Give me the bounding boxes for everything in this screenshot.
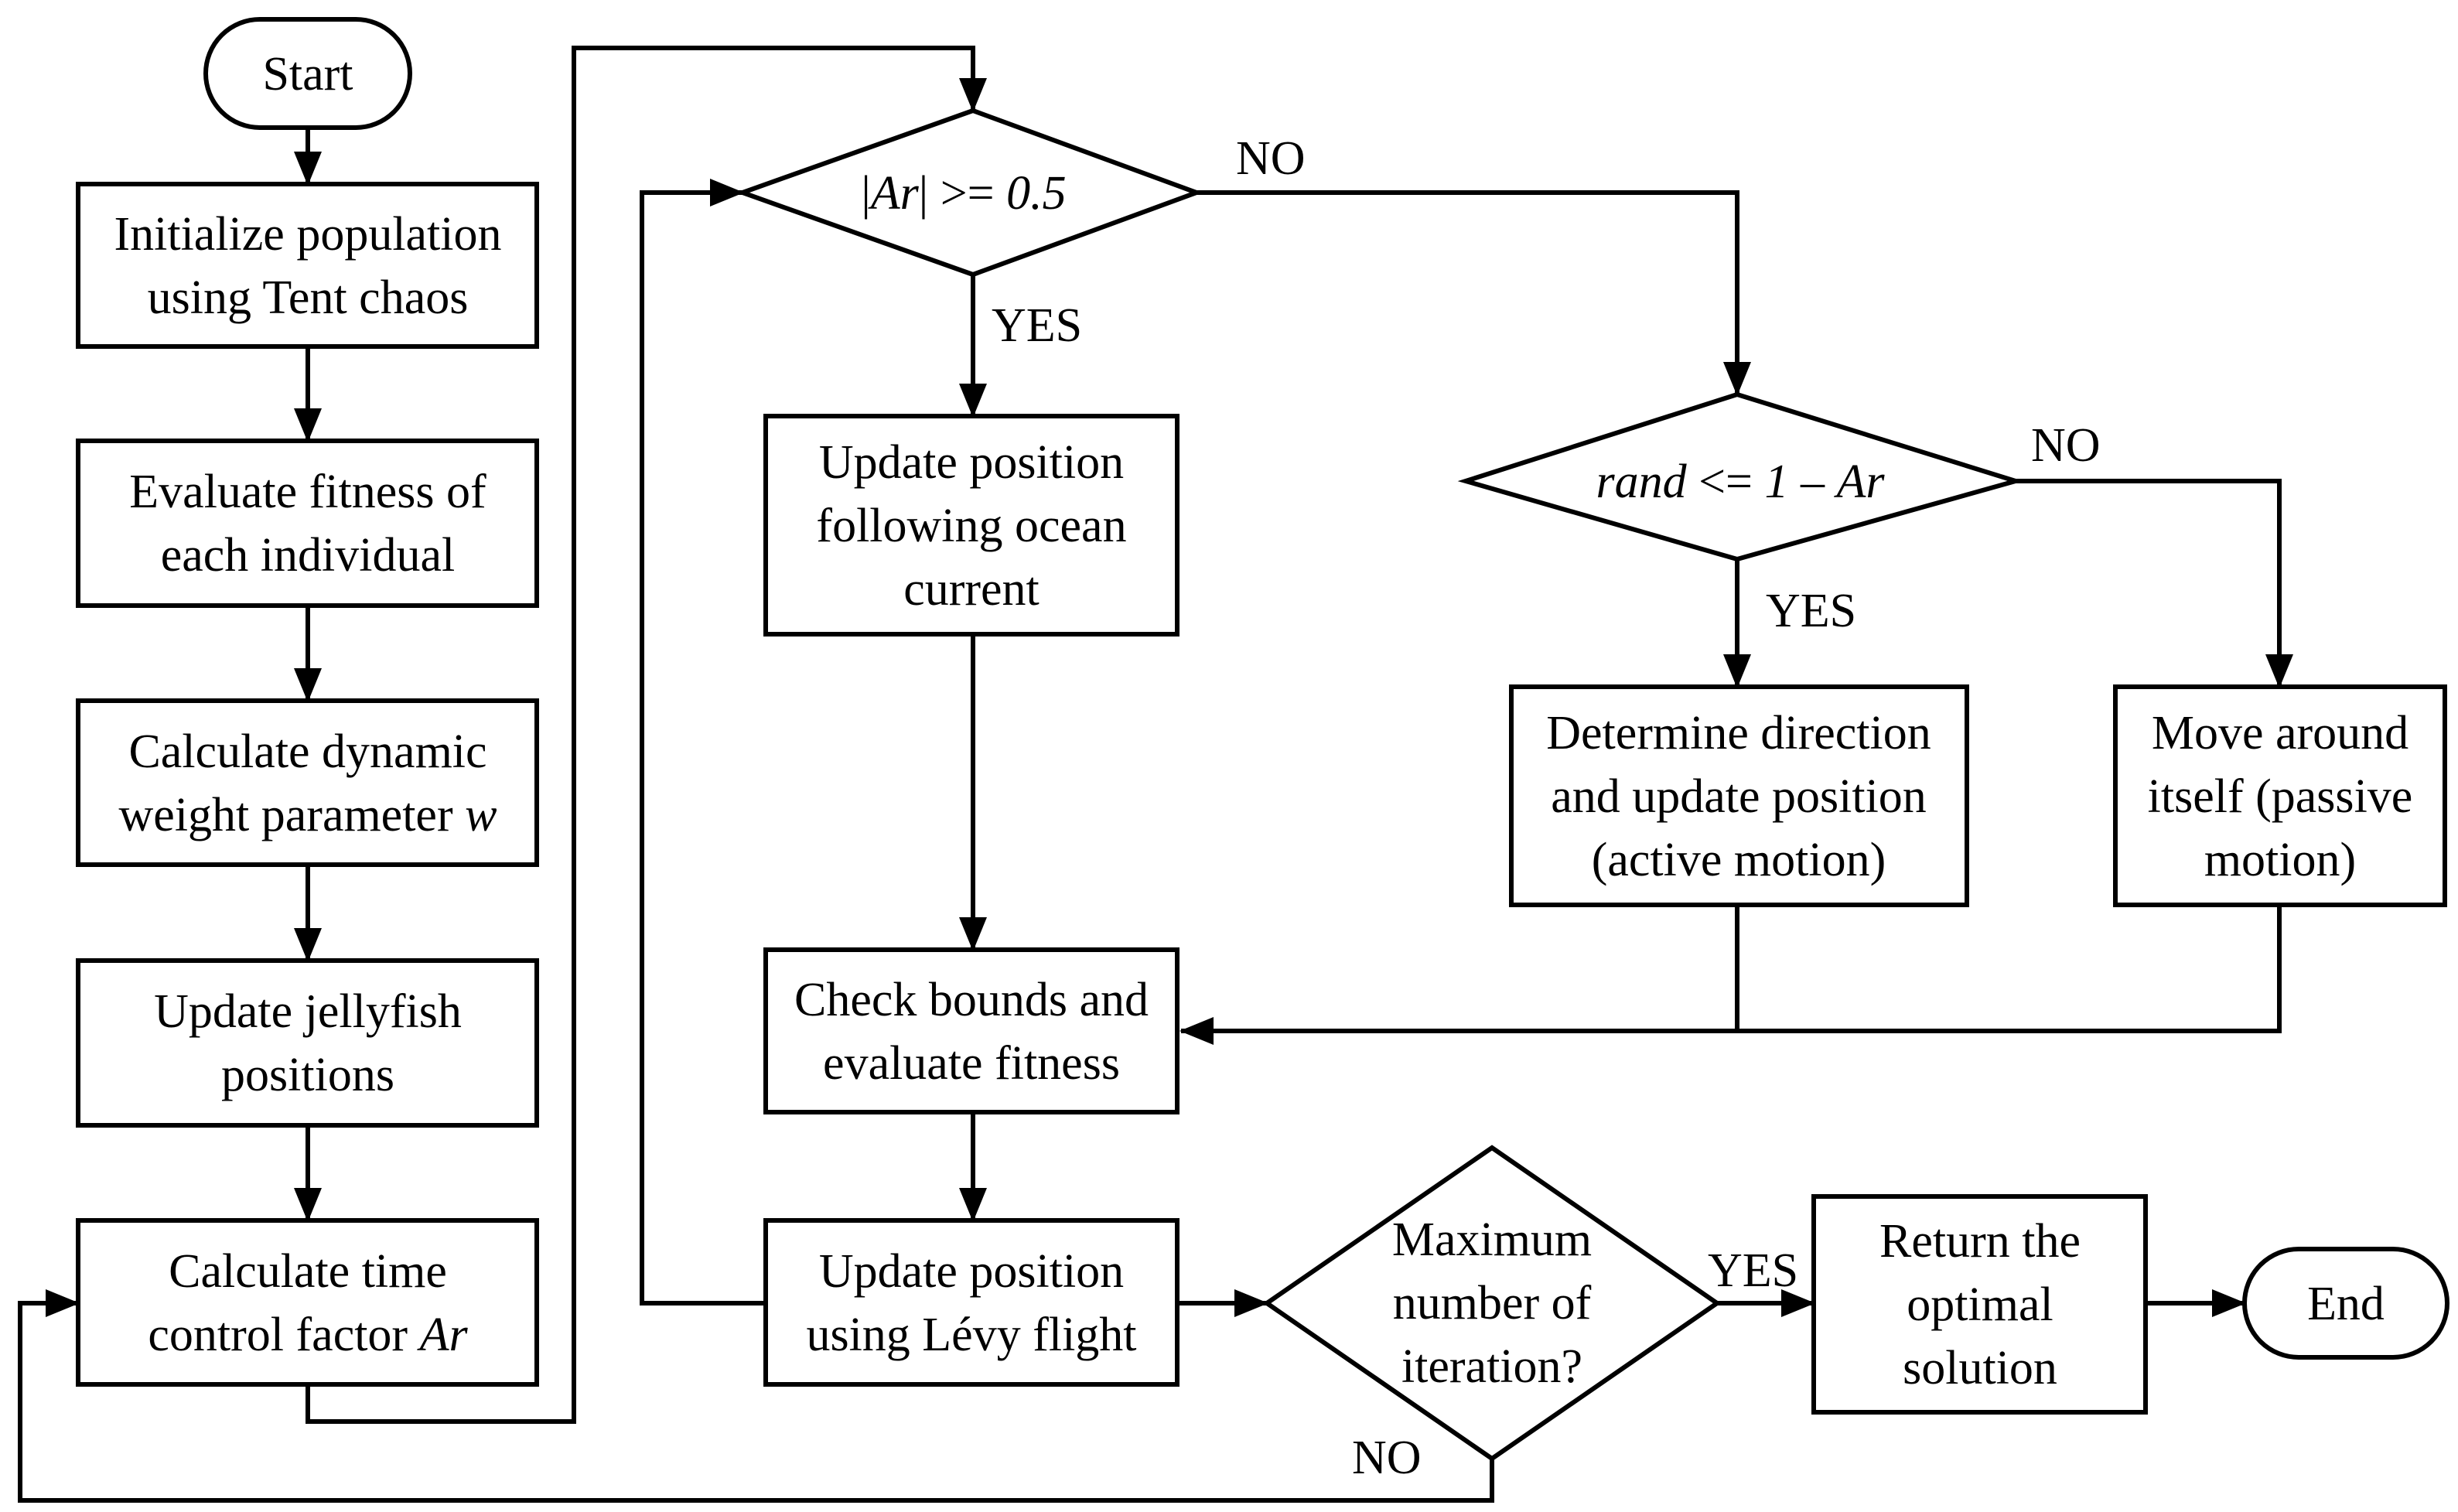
label-line: current [903, 563, 1040, 616]
label-line: Initialize population [114, 208, 501, 261]
arrow-decision-ar-no-to-decision-rand [1197, 190, 1751, 396]
calc-w-box [76, 698, 539, 867]
calc-ar-box [76, 1218, 539, 1387]
decision-rand-label: rand <= 1 – Ar [1596, 456, 1885, 508]
arrow-calcar-to-decision-ar [306, 46, 987, 1424]
ocean-label: Update position following ocean current [816, 436, 1126, 616]
decision-max-label: Maximum number of iteration? [1392, 1213, 1592, 1393]
active-label: Determine direction and update position (a… [1546, 707, 1931, 886]
eval-fitness-label: Evaluate fitness of each individual [129, 466, 486, 582]
eval-fitness-box [76, 439, 539, 608]
label-line: following ocean [816, 500, 1126, 552]
label-line: number of [1393, 1277, 1592, 1329]
calc-w-label: Calculate dynamic weight parameter w [119, 725, 497, 841]
init-box [76, 182, 539, 349]
decision-ar-diamond [736, 108, 1203, 278]
label-line: Update jellyfish [154, 985, 462, 1038]
shapes [76, 17, 2449, 1462]
arrow-decision-max-no-loop-to-calcar [18, 1289, 1494, 1503]
init-label: Initialize population using Tent chaos [114, 208, 501, 324]
decision-max-diamond [1262, 1145, 1722, 1462]
end-terminal [2242, 1247, 2449, 1360]
edge-label-max-no: NO [1352, 1432, 1422, 1484]
label-line: each individual [161, 529, 455, 582]
label-line: control factor Ar [148, 1309, 468, 1361]
calc-ar-label: Calculate time control factor Ar [148, 1245, 468, 1361]
end-label: End [2307, 1278, 2385, 1330]
label-line: motion) [2204, 834, 2356, 886]
edge-label-ar-no: NO [1236, 132, 1306, 185]
decision-rand-diamond [1457, 391, 2024, 562]
label-line: Start [262, 48, 353, 101]
label-line: evaluate fitness [823, 1037, 1120, 1090]
node-labels: Start Initialize population using Tent ch… [114, 48, 2412, 1394]
levy-box [763, 1218, 1179, 1387]
label-line: itself (passive [2148, 770, 2413, 823]
label-line: positions [221, 1049, 394, 1101]
edge-label-ar-yes: YES [992, 299, 1082, 352]
edge-label-max-yes: YES [1708, 1244, 1798, 1297]
check-box [763, 947, 1179, 1114]
label-line: using Lévy flight [806, 1309, 1136, 1361]
levy-label: Update position using Lévy flight [806, 1245, 1136, 1361]
label-line: Evaluate fitness of [129, 466, 486, 518]
label-line: Update position [819, 1245, 1124, 1298]
label-line: Maximum [1392, 1213, 1592, 1266]
label-line: Move around [2152, 707, 2408, 759]
label-line: using Tent chaos [148, 271, 469, 324]
ocean-box [763, 414, 1179, 637]
label-line: Determine direction [1546, 707, 1931, 759]
check-label: Check bounds and evaluate fitness [794, 974, 1149, 1090]
connectors [18, 46, 2293, 1503]
label-line: End [2307, 1278, 2385, 1330]
start-label: Start [262, 48, 353, 101]
label-line: Calculate time [169, 1245, 447, 1298]
label-line: and update position [1551, 770, 1927, 823]
edge-label-rand-no: NO [2031, 419, 2101, 472]
label-line: weight parameter w [119, 789, 497, 841]
return-label: Return the optimal solution [1879, 1215, 2081, 1394]
label-line: Update position [819, 436, 1124, 489]
label-line: solution [1903, 1342, 2057, 1394]
start-terminal [203, 17, 412, 130]
decision-ar-label: |Ar| >= 0.5 [861, 167, 1066, 220]
edge-label-rand-yes: YES [1766, 585, 1856, 637]
label-line: optimal [1907, 1278, 2053, 1331]
label-line: |Ar| >= 0.5 [861, 167, 1066, 220]
label-line: rand <= 1 – Ar [1596, 456, 1885, 508]
arrow-passive-to-check [1179, 905, 2282, 1045]
label-line: (active motion) [1592, 834, 1886, 886]
update-positions-label: Update jellyfish positions [154, 985, 462, 1101]
passive-label: Move around itself (passive motion) [2148, 707, 2413, 886]
update-positions-box [76, 958, 539, 1128]
edge-labels: NO YES NO YES YES NO [992, 132, 2101, 1484]
label-line: Return the [1879, 1215, 2081, 1268]
label-line: Check bounds and [794, 974, 1149, 1026]
passive-box [2113, 684, 2447, 907]
arrow-decision-rand-no-to-passive [2016, 479, 2293, 688]
return-box [1811, 1194, 2148, 1415]
label-line: iteration? [1401, 1340, 1582, 1393]
label-line: Calculate dynamic [128, 725, 486, 778]
active-box [1509, 684, 1969, 907]
arrow-levy-loop-to-decision-ar [640, 179, 766, 1306]
